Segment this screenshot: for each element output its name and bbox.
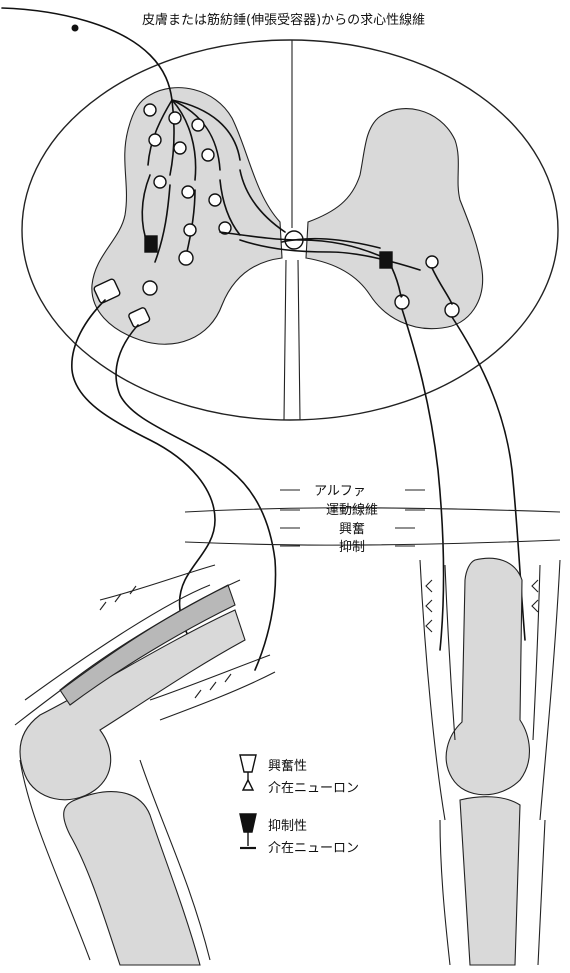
dorsal-interneuron-7 <box>154 176 166 188</box>
right-interneuron-1 <box>426 256 438 268</box>
dorsal-interneuron-1 <box>144 104 156 116</box>
left-leg <box>15 565 275 965</box>
right-interneuron-3 <box>445 303 459 317</box>
dorsal-interneuron-5 <box>174 142 186 154</box>
dorsal-interneuron-11 <box>184 224 196 236</box>
legend-excitatory-line1: 興奮性 <box>268 759 307 774</box>
fiber-label-bundle: アルファ 運動線維 興奮 抑制 <box>185 484 560 555</box>
afferent-fiber-label: 皮膚または筋紡錘(伸張受容器)からの求心性線維 <box>142 12 425 28</box>
dorsal-interneuron-8 <box>182 186 194 198</box>
left-tibia <box>64 792 200 965</box>
dorsal-interneuron-2 <box>169 112 181 124</box>
dorsal-interneuron-9 <box>209 194 221 206</box>
label-inhibitory: 抑制 <box>339 540 365 555</box>
dorsal-interneuron-4 <box>149 134 161 146</box>
spinal-cord-outline <box>22 40 558 420</box>
inhibitory-interneuron-left <box>145 236 157 252</box>
legend-inhibitory-line1: 抑制性 <box>268 819 307 834</box>
legend: 興奮性 介在ニューロン 抑制性 介在ニューロン <box>240 755 359 856</box>
right-tibia <box>460 797 520 965</box>
inhibitory-interneuron-symbol <box>240 814 256 848</box>
dorsal-interneuron-12 <box>179 251 193 265</box>
afferent-origin-dot <box>72 25 79 32</box>
label-motor-fibers: 運動線維 <box>326 502 378 518</box>
legend-inhibitory-line2: 介在ニューロン <box>268 841 359 856</box>
excitatory-interneuron-symbol <box>240 755 256 790</box>
inhibitory-interneuron-right <box>380 252 392 268</box>
dorsal-interneuron-3 <box>192 119 204 131</box>
right-leg <box>420 558 560 965</box>
dorsal-interneuron-6 <box>202 149 214 161</box>
right-femur <box>446 558 529 795</box>
label-excitatory: 興奮 <box>339 522 365 537</box>
label-alpha: アルファ <box>314 484 366 499</box>
spinal-cord-section <box>22 40 558 420</box>
ventral-node-left <box>143 281 157 295</box>
legend-excitatory-line2: 介在ニューロン <box>268 781 359 796</box>
